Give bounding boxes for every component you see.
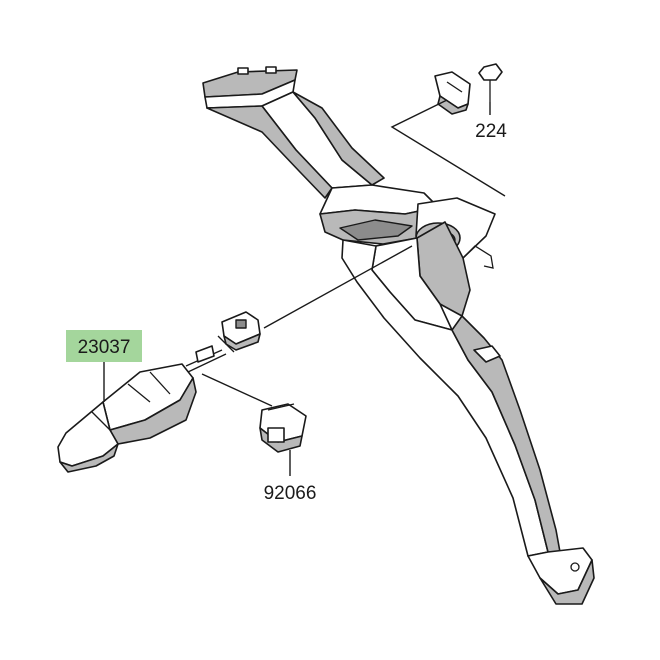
leader-bracket-to-frame	[390, 99, 506, 197]
connector-clip	[259, 403, 307, 453]
leader-wire-to-clip	[201, 373, 273, 407]
part-number-224: 224	[475, 121, 507, 142]
turn-signal-light	[57, 311, 261, 473]
leader-connector-to-socket	[263, 245, 413, 329]
mount-bracket	[434, 71, 471, 115]
label-224: 224	[475, 121, 507, 142]
hex-bolt	[478, 63, 503, 102]
assembly-lines	[103, 99, 506, 476]
part-number-23037: 23037	[78, 337, 131, 358]
label-23037: 23037	[66, 330, 142, 362]
bracket-frame	[202, 66, 595, 605]
part-number-highlight	[66, 330, 142, 362]
label-92066: 92066	[264, 483, 317, 504]
part-number-92066: 92066	[264, 483, 317, 504]
